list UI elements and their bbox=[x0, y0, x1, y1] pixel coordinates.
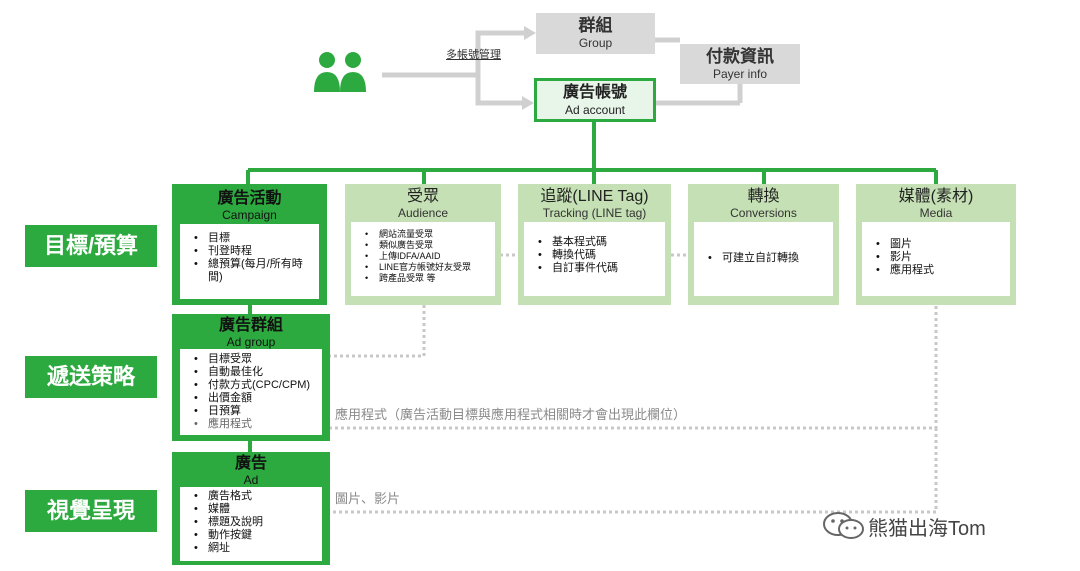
group-title: 群組 bbox=[578, 16, 613, 35]
list-item: 付款方式(CPC/CPM) bbox=[194, 379, 316, 392]
list-item: 刊登時程 bbox=[194, 245, 313, 258]
list-item: 可建立自訂轉換 bbox=[708, 252, 827, 265]
list-item: 自動最佳化 bbox=[194, 366, 316, 379]
list-item: 網址 bbox=[194, 542, 316, 555]
tracking-subtitle: Tracking (LINE tag) bbox=[542, 206, 647, 220]
media-card: 媒體(素材) Media 圖片 影片 應用程式 bbox=[856, 184, 1016, 305]
media-subtitle: Media bbox=[919, 206, 953, 220]
conversions-title: 轉換 bbox=[747, 188, 780, 205]
list-item: 自訂事件代碼 bbox=[538, 262, 659, 275]
tracking-title: 追蹤(LINE Tag) bbox=[540, 188, 649, 205]
list-item: 目標 bbox=[194, 232, 313, 245]
multi-account-arrows bbox=[382, 30, 743, 106]
list-item: 應用程式 bbox=[194, 418, 316, 431]
campaign-subtitle: Campaign bbox=[222, 208, 277, 222]
list-item: 上傳IDFA/AAID bbox=[365, 251, 489, 262]
ad-subtitle: Ad bbox=[243, 473, 259, 487]
list-item: 基本程式碼 bbox=[538, 236, 659, 249]
ad-account-box: 廣告帳號 Ad account bbox=[534, 78, 656, 122]
tracking-card: 追蹤(LINE Tag) Tracking (LINE tag) 基本程式碼 轉… bbox=[518, 184, 671, 305]
conversions-subtitle: Conversions bbox=[730, 206, 797, 220]
audience-card: 受眾 Audience 網站流量受眾 類似廣告受眾 上傳IDFA/AAID LI… bbox=[345, 184, 501, 305]
list-item: 轉換代碼 bbox=[538, 249, 659, 262]
group-box: 群組 Group bbox=[536, 13, 655, 54]
left-label-goal-budget: 目標/預算 bbox=[25, 225, 157, 267]
campaign-card: 廣告活動 Campaign 目標 刊登時程 總預算(每月/所有時間) bbox=[172, 184, 327, 305]
multi-account-label: 多帳號管理 bbox=[446, 49, 501, 61]
list-item: 動作按鍵 bbox=[194, 529, 316, 542]
audience-title: 受眾 bbox=[406, 188, 439, 205]
users-icon bbox=[314, 52, 366, 92]
list-item: 應用程式 bbox=[876, 264, 1004, 277]
list-item: 出價金額 bbox=[194, 392, 316, 405]
list-item: 類似廣告受眾 bbox=[365, 240, 489, 251]
list-item: 媒體 bbox=[194, 503, 316, 516]
ad-group-card: 廣告群組 Ad group 目標受眾 自動最佳化 付款方式(CPC/CPM) 出… bbox=[172, 314, 330, 441]
ad-account-title: 廣告帳號 bbox=[562, 84, 627, 101]
watermark-text: 熊猫出海Tom bbox=[868, 518, 986, 540]
left-label-visual: 視覺呈現 bbox=[25, 490, 157, 532]
relation-lines bbox=[330, 253, 938, 514]
ad-group-subtitle: Ad group bbox=[226, 335, 276, 349]
ad-group-title: 廣告群組 bbox=[218, 317, 283, 334]
ad-account-subtitle: Ad account bbox=[564, 103, 626, 117]
list-item: 網站流量受眾 bbox=[365, 229, 489, 240]
list-item: 圖片 bbox=[876, 238, 1004, 251]
left-label-delivery-strategy: 遞送策略 bbox=[25, 356, 157, 398]
list-item: 日預算 bbox=[194, 405, 316, 418]
campaign-title: 廣告活動 bbox=[217, 190, 282, 207]
list-item: 跨產品受眾 等 bbox=[365, 273, 489, 284]
wechat-icon bbox=[823, 512, 864, 539]
list-item: 標題及說明 bbox=[194, 516, 316, 529]
media-title: 媒體(素材) bbox=[898, 188, 974, 205]
payer-subtitle: Payer info bbox=[712, 67, 768, 81]
list-item: LINE官方帳號好友受眾 bbox=[365, 262, 489, 273]
list-item: 總預算(每月/所有時間) bbox=[194, 258, 313, 284]
media-note: 圖片、影片 bbox=[335, 491, 401, 506]
hierarchy-lines bbox=[246, 122, 938, 452]
list-item: 廣告格式 bbox=[194, 490, 316, 503]
audience-subtitle: Audience bbox=[397, 206, 449, 220]
group-subtitle: Group bbox=[578, 36, 613, 50]
list-item: 影片 bbox=[876, 251, 1004, 264]
payer-info-box: 付款資訊 Payer info bbox=[680, 44, 800, 84]
payer-title: 付款資訊 bbox=[706, 47, 774, 66]
ad-card: 廣告 Ad 廣告格式 媒體 標題及說明 動作按鍵 網址 bbox=[172, 452, 330, 565]
app-note: 應用程式（廣告活動目標與應用程式相關時才會出現此欄位） bbox=[335, 407, 687, 422]
conversions-card: 轉換 Conversions 可建立自訂轉換 bbox=[688, 184, 839, 305]
list-item: 目標受眾 bbox=[194, 353, 316, 366]
ad-title: 廣告 bbox=[234, 455, 267, 472]
